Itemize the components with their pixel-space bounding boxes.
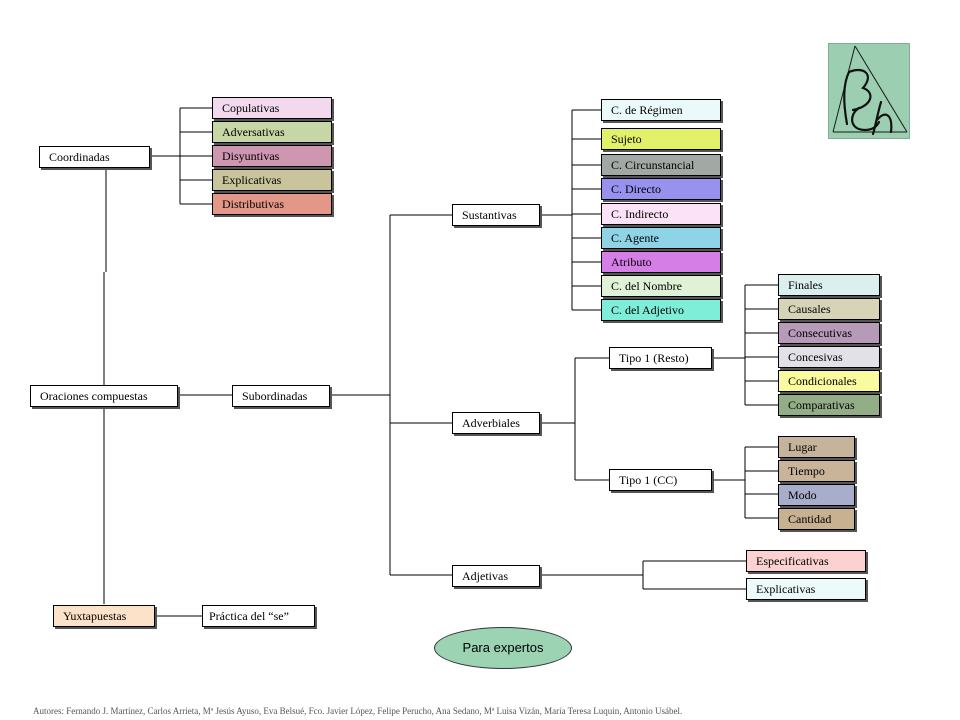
authors-footer: Autores: Fernando J. Martínez, Carlos Ar… (33, 706, 683, 716)
node-explicativas-adj[interactable]: Explicativas (746, 578, 866, 600)
node-cantidad[interactable]: Cantidad (778, 508, 855, 530)
node-tiempo[interactable]: Tiempo (778, 460, 855, 482)
node-c-indirecto[interactable]: C. Indirecto (601, 203, 721, 225)
node-c-adjetivo[interactable]: C. del Adjetivo (601, 299, 721, 321)
node-practica-se[interactable]: Práctica del “se” (202, 605, 315, 627)
node-adverbiales[interactable]: Adverbiales (452, 412, 540, 434)
node-consecutivas[interactable]: Consecutivas (778, 322, 880, 344)
logo-mark-icon (832, 45, 908, 136)
node-comparativas[interactable]: Comparativas (778, 394, 880, 416)
node-c-regimen[interactable]: C. de Régimen (601, 99, 721, 121)
node-c-nombre[interactable]: C. del Nombre (601, 275, 721, 297)
node-lugar[interactable]: Lugar (778, 436, 855, 458)
node-condicionales[interactable]: Condicionales (778, 370, 880, 392)
node-c-directo[interactable]: C. Directo (601, 178, 721, 200)
node-sustantivas[interactable]: Sustantivas (452, 204, 540, 226)
node-adversativas[interactable]: Adversativas (212, 121, 332, 143)
node-disyuntivas[interactable]: Disyuntivas (212, 145, 332, 167)
node-yuxtapuestas[interactable]: Yuxtapuestas (53, 605, 155, 627)
node-atributo[interactable]: Atributo (601, 251, 721, 273)
node-c-agente[interactable]: C. Agente (601, 227, 721, 249)
node-tipo1-cc[interactable]: Tipo 1 (CC) (609, 469, 712, 491)
para-expertos-button[interactable]: Para expertos (434, 627, 572, 669)
node-coordinadas[interactable]: Coordinadas (39, 146, 150, 168)
logo (828, 43, 910, 139)
node-finales[interactable]: Finales (778, 274, 880, 296)
node-distributivas[interactable]: Distributivas (212, 193, 332, 215)
node-c-circunstancial[interactable]: C. Circunstancial (601, 154, 721, 176)
node-adjetivas[interactable]: Adjetivas (452, 565, 540, 587)
node-modo[interactable]: Modo (778, 484, 855, 506)
node-especificativas[interactable]: Especificativas (746, 550, 866, 572)
node-copulativas[interactable]: Copulativas (212, 97, 332, 119)
node-sujeto[interactable]: Sujeto (601, 128, 721, 150)
node-subordinadas[interactable]: Subordinadas (232, 385, 330, 407)
node-tipo1-resto[interactable]: Tipo 1 (Resto) (609, 347, 712, 369)
node-explicativas-coord[interactable]: Explicativas (212, 169, 332, 191)
node-causales[interactable]: Causales (778, 298, 880, 320)
node-oraciones-compuestas[interactable]: Oraciones compuestas (30, 385, 178, 407)
node-concesivas[interactable]: Concesivas (778, 346, 880, 368)
